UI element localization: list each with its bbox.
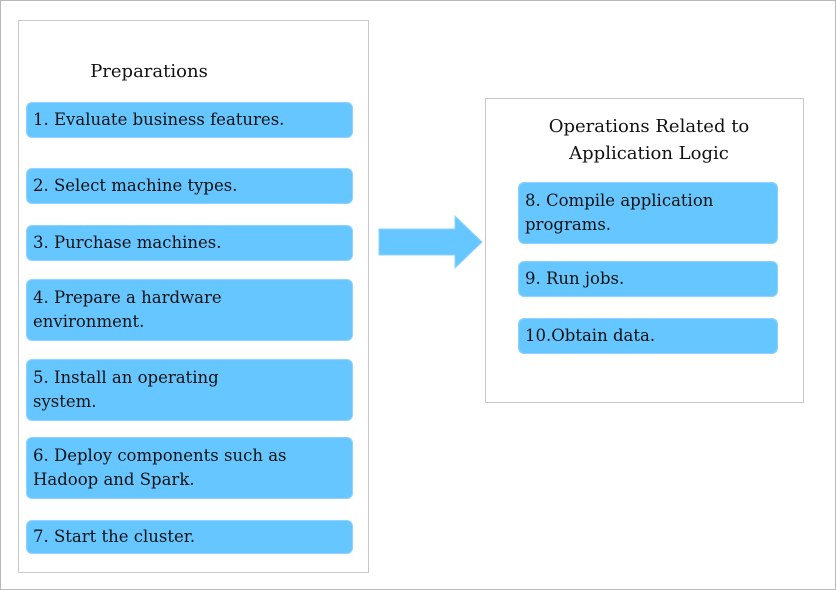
right-arrow-icon [378,214,483,270]
step-start-cluster: 7. Start the cluster. [26,520,353,554]
step-run-jobs: 9. Run jobs. [518,261,778,297]
operations-panel: Operations Related to Application Logic [485,98,804,403]
step-install-operating-system: 5. Install an operating system. [26,359,353,421]
step-compile-application-programs: 8. Compile application programs. [518,182,778,244]
step-select-machine-types: 2. Select machine types. [26,168,353,204]
step-purchase-machines: 3. Purchase machines. [26,225,353,261]
step-obtain-data: 10.Obtain data. [518,318,778,354]
step-prepare-hardware-environment: 4. Prepare a hardware environment. [26,279,353,341]
operations-title: Operations Related to Application Logic [548,116,750,164]
flow-arrow [378,214,484,270]
step-deploy-components: 6. Deploy components such as Hadoop and … [26,437,353,499]
preparations-title: Preparations [90,61,208,82]
step-evaluate-business-features: 1. Evaluate business features. [26,102,353,138]
